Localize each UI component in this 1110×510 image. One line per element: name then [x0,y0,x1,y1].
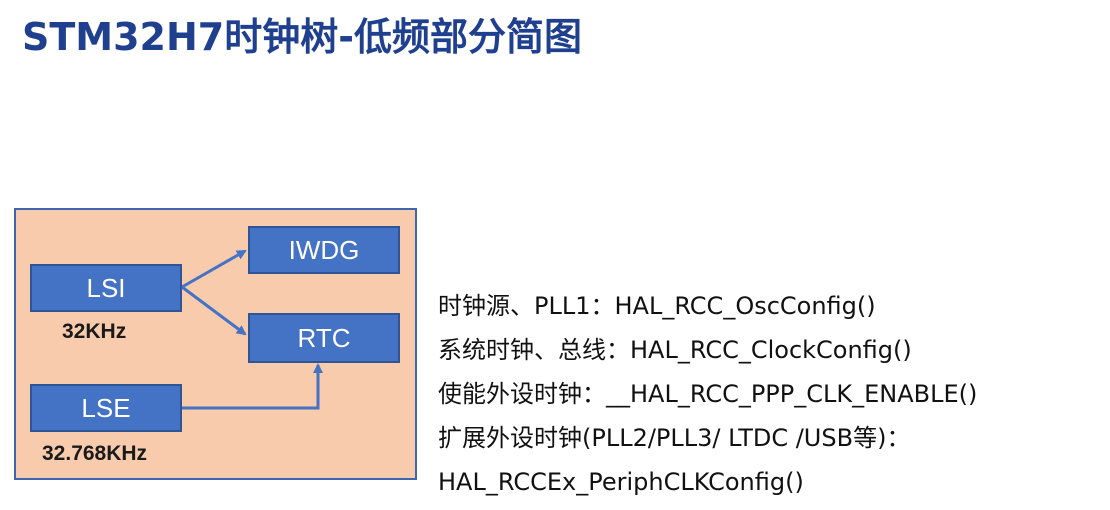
note-clock-config: 系统时钟、总线：HAL_RCC_ClockConfig() [438,336,912,364]
arrow-lse-to-rtc [182,363,323,410]
note-extended-clock: 扩展外设时钟(PLL2/PLL3/ LTDC /USB等)： [438,424,911,452]
lsi-frequency: 32KHz [62,320,127,343]
note-osc-config: 时钟源、PLL1：HAL_RCC_OscConfig() [438,292,876,320]
rtc-node: RTC [248,313,400,363]
lsi-node: LSI [30,264,182,312]
arrow-lsi-to-rtc [181,285,247,336]
lse-node: LSE [30,384,182,432]
iwdg-node: IWDG [248,226,400,274]
note-periph-enable: 使能外设时钟：__HAL_RCC_PPP_CLK_ENABLE() [438,380,978,408]
arrow-lsi-to-iwdg [181,249,247,289]
lse-frequency: 32.768KHz [42,442,148,465]
page-title: STM32H7时钟树-低频部分简图 [22,15,582,59]
note-periph-clk-config: HAL_RCCEx_PeriphCLKConfig() [438,468,804,496]
api-notes: 时钟源、PLL1：HAL_RCC_OscConfig() 系统时钟、总线：HAL… [438,284,977,504]
